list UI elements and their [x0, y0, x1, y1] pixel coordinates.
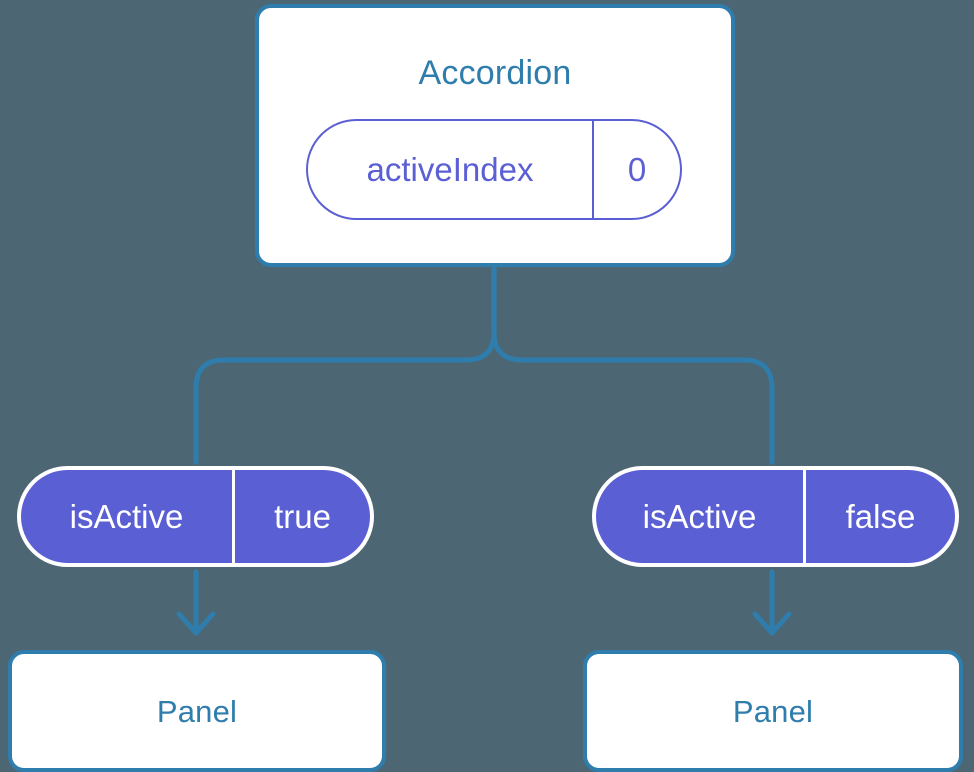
- connector-accordion-to-left-prop: [193, 264, 497, 465]
- prop-pill-key: isActive: [642, 498, 757, 535]
- prop-pill-is-active-false[interactable]: isActive false: [592, 466, 959, 567]
- node-panel-right-label: Panel: [732, 694, 814, 729]
- prop-pill-is-active-true[interactable]: isActive true: [17, 466, 374, 567]
- arrow-head-left: [176, 611, 216, 636]
- state-pill-key: activeIndex: [366, 151, 534, 188]
- prop-pill-value: true: [232, 470, 370, 563]
- state-pill-active-index[interactable]: activeIndex 0: [306, 119, 682, 220]
- node-accordion-label: Accordion: [418, 54, 572, 92]
- connector-accordion-to-right-prop: [491, 264, 775, 465]
- prop-pill-key: isActive: [69, 498, 184, 535]
- node-panel-right[interactable]: Panel: [583, 650, 963, 772]
- arrow-head-right: [752, 611, 792, 636]
- state-pill-value: 0: [592, 121, 680, 218]
- node-panel-left-label: Panel: [156, 694, 238, 729]
- prop-pill-value: false: [803, 470, 955, 563]
- node-panel-left[interactable]: Panel: [8, 650, 386, 772]
